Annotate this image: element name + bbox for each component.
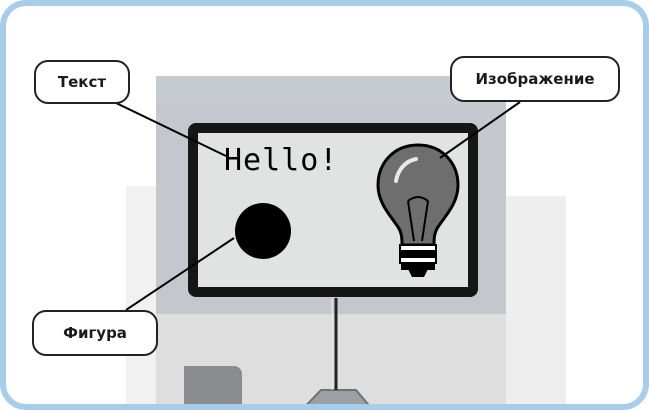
callout-image: Изображение — [450, 56, 620, 102]
callout-text: Текст — [34, 60, 130, 104]
callout-figure: Фигура — [32, 310, 158, 356]
